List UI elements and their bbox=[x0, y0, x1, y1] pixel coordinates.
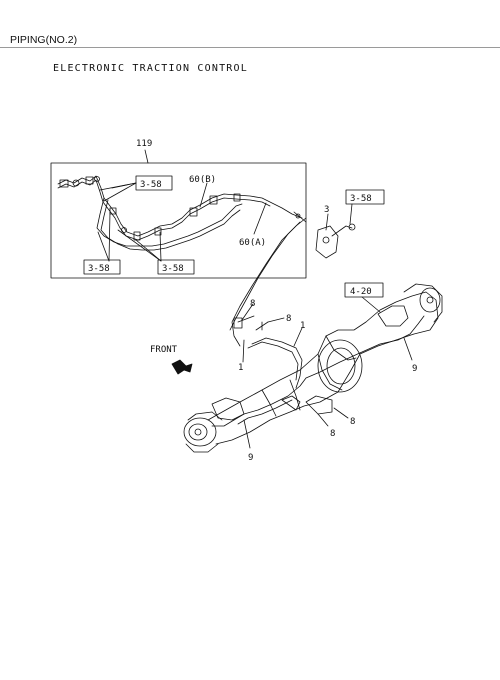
inset-frame bbox=[50, 162, 307, 279]
ref-box-3-58-b bbox=[83, 259, 121, 275]
front-label: FRONT bbox=[150, 345, 178, 355]
ref-text-3-58-a: 3-58 bbox=[140, 180, 162, 190]
pipe-assembly-inset bbox=[57, 175, 307, 251]
ref-box-3-58-a bbox=[135, 175, 173, 191]
part-label-1-a: 1 bbox=[300, 321, 305, 331]
brake-pipe-9 bbox=[233, 315, 425, 421]
ref-text-4-20: 4-20 bbox=[350, 287, 372, 297]
part-label-8-a: 8 bbox=[250, 299, 255, 309]
ref-text-3-58-d: 3-58 bbox=[350, 194, 372, 204]
rear-axle bbox=[183, 283, 443, 453]
header-divider bbox=[0, 47, 500, 48]
part-label-60b: 60(B) bbox=[189, 175, 216, 185]
ref-box-3-58-c bbox=[157, 259, 195, 275]
ref-box-4-20 bbox=[344, 282, 384, 298]
part-label-8-b: 8 bbox=[286, 314, 291, 324]
part-label-60a: 60(A) bbox=[239, 238, 266, 248]
ref-text-3-58-b: 3-58 bbox=[88, 264, 110, 274]
part-label-1-b: 1 bbox=[238, 363, 243, 373]
group-leader bbox=[144, 149, 149, 164]
ref-box-3-58-d bbox=[345, 189, 385, 205]
page-title: PIPING(NO.2) bbox=[10, 34, 78, 46]
part-label-8-d: 8 bbox=[330, 429, 335, 439]
bracket-3 bbox=[315, 203, 356, 259]
label-119: 119 bbox=[136, 139, 152, 149]
page-header: PIPING(NO.2) bbox=[0, 0, 500, 50]
front-arrow-icon bbox=[171, 359, 193, 375]
part-label-8-c: 8 bbox=[350, 417, 355, 427]
part-label-3: 3 bbox=[324, 205, 329, 215]
diagram-subtitle: ELECTRONIC TRACTION CONTROL bbox=[53, 63, 248, 74]
part-label-9-b: 9 bbox=[248, 453, 253, 463]
part-label-9-a: 9 bbox=[412, 364, 417, 374]
ref-text-3-58-c: 3-58 bbox=[162, 264, 184, 274]
